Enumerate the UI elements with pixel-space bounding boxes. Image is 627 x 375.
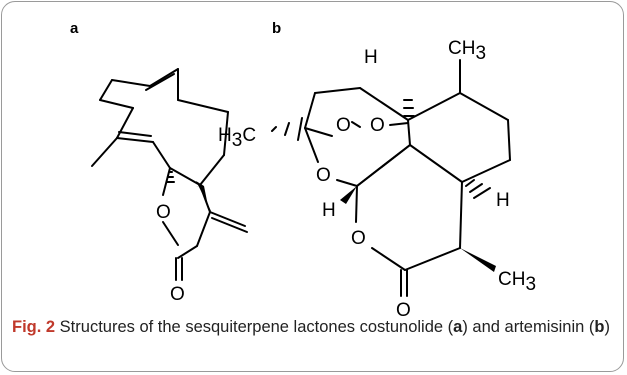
costunolide-wedge-bond xyxy=(196,181,211,211)
artemisinin-wedge-methyl xyxy=(460,248,496,272)
caption-text-2: ) and artemisinin ( xyxy=(462,318,595,336)
artemisinin-left-methyl: H3C xyxy=(218,125,256,151)
artemisinin-bonds xyxy=(304,59,511,297)
artemisinin-wedge-h xyxy=(340,186,357,204)
caption-ref-a: a xyxy=(453,318,463,336)
artemisinin-carbonyl-oxygen: O xyxy=(396,300,411,321)
artemisinin-bottom-methyl: CH3 xyxy=(498,269,536,295)
costunolide-hash-bond xyxy=(166,171,175,183)
artemisinin-ring-oxygen: O xyxy=(316,165,331,186)
artemisinin-top-methyl: CH3 xyxy=(448,38,486,64)
panel-label-b: b xyxy=(272,20,282,37)
caption-ref-b: b xyxy=(594,318,605,336)
caption-text-1: Structures of the sesquiterpene lactones… xyxy=(55,318,454,336)
artemisinin-left-h: H xyxy=(322,200,336,221)
figure-caption: Fig. 2 Structures of the sesquiterpene l… xyxy=(12,315,612,339)
artemisinin-lactone-oxygen: O xyxy=(351,228,366,249)
artemisinin-hash-bonds xyxy=(271,99,491,199)
panel-label-a: a xyxy=(70,20,79,37)
artemisinin-peroxide-oxygen-2: O xyxy=(370,115,385,136)
costunolide-carbonyl-oxygen: O xyxy=(170,284,185,305)
figure-number: Fig. 2 xyxy=(12,318,56,336)
costunolide-ring-oxygen: O xyxy=(156,202,171,223)
artemisinin-top-h: H xyxy=(364,47,378,68)
artemisinin-peroxide-oxygen-1: O xyxy=(336,115,351,136)
artemisinin-right-h: H xyxy=(496,190,510,211)
caption-text-3: ) xyxy=(604,318,611,336)
